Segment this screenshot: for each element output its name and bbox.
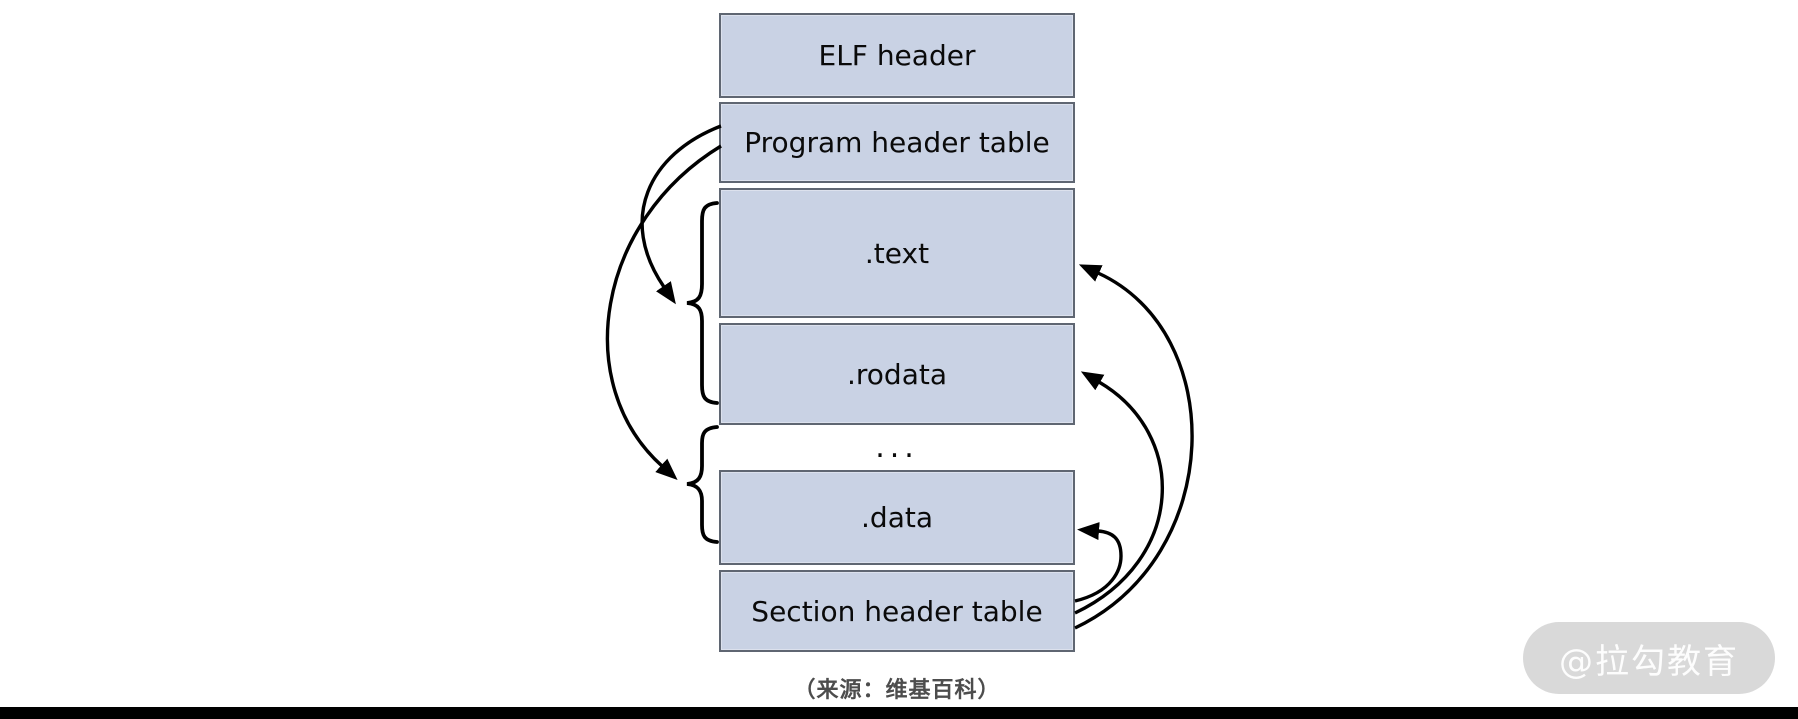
box-elf-header: ELF header (719, 13, 1075, 98)
box-elf-header-label: ELF header (818, 39, 976, 72)
arrow-phdr-to-text-rodata-group (640, 124, 722, 305)
arrow-shdr-to-data (1074, 522, 1123, 603)
source-caption: （来源：维基百科） (793, 678, 1001, 703)
bottom-bar (0, 707, 1798, 719)
ellipsis-sections-label: ... (875, 430, 919, 465)
arrow-shdr-to-text (1074, 264, 1194, 630)
watermark-badge: @拉勾教育 (1523, 622, 1775, 694)
brace-ellipsis-data-group (686, 425, 719, 544)
brace-text-rodata-group (686, 201, 719, 405)
box-rodata-section-label: .rodata (847, 357, 947, 391)
box-text-section: .text (719, 188, 1075, 318)
box-section-header-table: Section header table (719, 570, 1075, 652)
box-rodata-section: .rodata (719, 323, 1075, 425)
arrow-shdr-to-rodata (1074, 371, 1165, 615)
box-section-header-table-label: Section header table (751, 594, 1043, 628)
box-program-header-table: Program header table (719, 102, 1075, 183)
box-data-section: .data (719, 470, 1075, 565)
arrow-phdr-to-data-group (605, 144, 722, 481)
box-text-section-label: .text (864, 236, 930, 270)
box-data-section-label: .data (861, 501, 933, 534)
box-program-header-table-label: Program header table (744, 126, 1050, 159)
